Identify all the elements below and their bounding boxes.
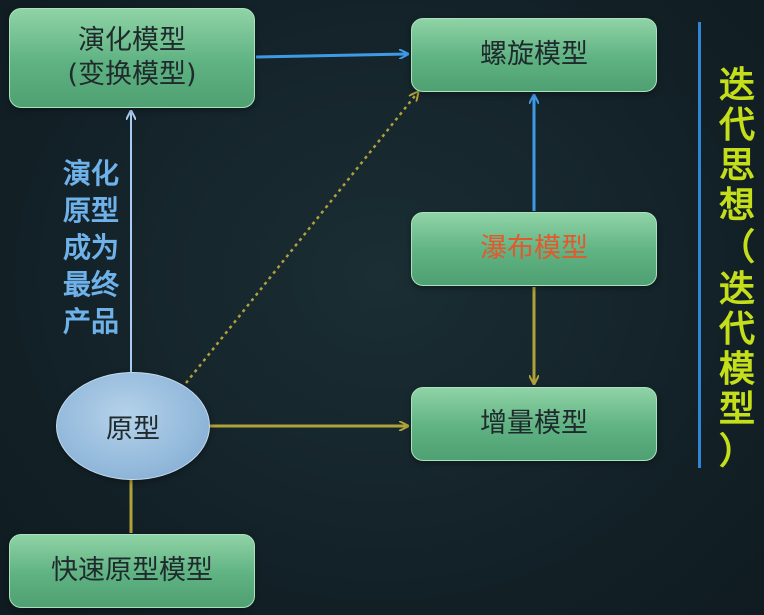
title-char: 想 <box>718 185 755 226</box>
node-prototype: 原型 <box>56 372 210 480</box>
node-evolution-title: 演化模型 <box>78 25 186 56</box>
evolution-side-note: 演化 原型 成为 最终 产品 <box>56 155 126 340</box>
title-char: 迭 <box>718 269 755 310</box>
vertical-divider <box>698 22 701 468</box>
title-char: 代 <box>718 105 755 146</box>
node-incremental-model: 增量模型 <box>411 387 657 461</box>
title-char: 思 <box>718 145 755 186</box>
side-note-line: 最终 <box>62 268 119 301</box>
side-note-line: 产品 <box>62 305 119 338</box>
node-spiral-model: 螺旋模型 <box>411 18 657 92</box>
node-incremental-label: 增量模型 <box>480 408 588 439</box>
node-waterfall-model: 瀑布模型 <box>411 212 657 286</box>
node-rapid-prototype-model: 快速原型模型 <box>9 534 255 608</box>
title-char: 代 <box>718 309 755 350</box>
arrow-prototype-to-spiral <box>185 92 418 384</box>
side-note-line: 成为 <box>62 231 119 264</box>
node-evolution-model: 演化模型 (变换模型) <box>9 8 255 108</box>
node-spiral-label: 螺旋模型 <box>480 39 588 70</box>
node-waterfall-label: 瀑布模型 <box>480 233 588 264</box>
node-prototype-label: 原型 <box>106 413 160 445</box>
iteration-title: 迭 代 思 想 （ 迭 代 模 型 ） <box>716 66 758 474</box>
title-char: ） <box>718 431 755 472</box>
node-rapid-label: 快速原型模型 <box>51 555 213 586</box>
node-evolution-subtitle: (变换模型) <box>67 59 197 90</box>
side-note-line: 演化 <box>62 157 119 190</box>
title-char: 模 <box>718 349 755 390</box>
side-note-line: 原型 <box>62 194 119 227</box>
arrow-evolution-to-spiral <box>255 54 408 57</box>
title-char: （ <box>718 227 755 268</box>
title-char: 型 <box>718 389 755 430</box>
title-char: 迭 <box>718 65 755 106</box>
